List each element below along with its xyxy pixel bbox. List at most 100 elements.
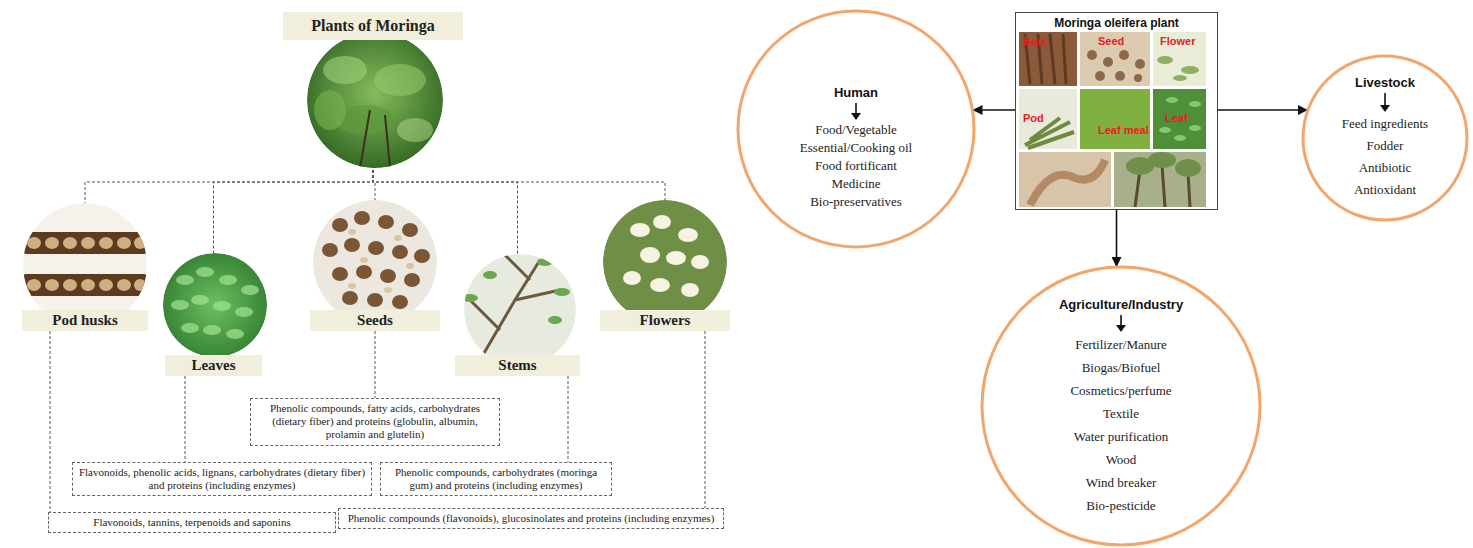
stem-leaves [462, 248, 570, 324]
plant-photo-grid [1019, 32, 1206, 207]
circle-outline-shape [738, 11, 974, 247]
seed-dots [1087, 50, 1145, 82]
composition-box: Flavonoids, phenolic acids, lignans, car… [72, 462, 372, 496]
dashed-connector [50, 331, 51, 512]
composition-text: Phenolic compounds, carbohydrates (morin… [385, 466, 607, 492]
foliage [397, 118, 433, 142]
node-label: Leaves [191, 357, 235, 374]
photo-ground [603, 200, 727, 324]
photo-ground [163, 253, 267, 357]
leaf-photo [1153, 89, 1206, 149]
part-label: Seeds [310, 310, 440, 331]
trees-photo [1114, 152, 1206, 207]
down-arrow [849, 101, 863, 121]
down-arrow-shaft [1384, 93, 1386, 107]
composition-box: Phenolic compounds (flavonoids), glucosi… [338, 508, 724, 529]
pod-seeds [27, 237, 146, 291]
foliage [323, 56, 367, 84]
list-item: Medicine [831, 175, 880, 193]
pod-photo [1019, 89, 1077, 149]
list-item: Feed ingredients [1342, 113, 1428, 135]
stems-photo [462, 248, 576, 366]
list-item: Cosmetics/perfume [1070, 379, 1171, 402]
foliage [374, 64, 426, 96]
title-box: Plants of Moringa [283, 12, 463, 40]
composition-text: Phenolic compounds (flavonoids), glucosi… [343, 512, 719, 525]
blossoms [623, 215, 709, 297]
part-label: Stems [455, 355, 580, 376]
seeds-photo [313, 200, 437, 324]
node-label: Stems [498, 357, 536, 374]
pod-husk-photo [18, 203, 152, 327]
node-label: Moringa oleifera plant [1016, 16, 1217, 30]
branch [470, 255, 560, 360]
dashed-connector [705, 331, 706, 508]
seed-grains [322, 211, 430, 309]
photo-ground [23, 203, 147, 327]
composition-box: Phenolic compounds, carbohydrates (morin… [380, 462, 612, 496]
circle-outline-shape [1303, 56, 1467, 220]
list-item: Bio-preservatives [810, 193, 902, 211]
whole-plant-photo [307, 32, 443, 168]
hands-photo [1019, 152, 1111, 207]
circle-heading: Livestock [1355, 75, 1415, 91]
list-item: Essential/Cooking oil [800, 139, 912, 157]
photo-ground [313, 200, 437, 324]
flowers-photo [603, 200, 727, 324]
flower-photo [1153, 32, 1206, 86]
dashed-connector [375, 331, 376, 398]
list-item: Antioxidant [1354, 179, 1416, 201]
bark-photo [1019, 32, 1077, 86]
list-item: Biogas/Biofuel [1082, 356, 1161, 379]
leaves-photo [163, 253, 267, 357]
down-arrow [1114, 313, 1128, 333]
photo-ground [307, 32, 443, 168]
node-label: Seeds [357, 312, 393, 329]
photo-label: Seed [1098, 35, 1124, 47]
arrow-connector [1116, 210, 1118, 266]
arrow-connector [974, 109, 1016, 111]
circle-outline-shape [982, 267, 1260, 545]
list-item: Fodder [1367, 135, 1404, 157]
leaf-leaflets [1159, 97, 1201, 141]
composition-box: Flavonoids, tannins, terpenoids and sapo… [48, 512, 336, 533]
list-item: Food fortificant [815, 157, 897, 175]
composition-box: Phenolic compounds, fatty acids, carbohy… [250, 398, 500, 446]
node-label: Flowers [640, 312, 691, 329]
composition-text: Flavonoids, tannins, terpenoids and sapo… [53, 516, 331, 529]
photo-label: Leaf [1165, 112, 1188, 124]
circle-heading: Human [834, 85, 878, 101]
part-label: Leaves [165, 355, 262, 376]
foliage [314, 90, 346, 130]
use-circle: LivestockFeed ingredientsFodderAntibioti… [1301, 54, 1469, 222]
photo-label: Leaf meal [1098, 124, 1149, 136]
down-arrow-head [851, 113, 861, 120]
seed-wings [348, 229, 414, 293]
down-arrow-head [1116, 325, 1126, 332]
list-item: Bio-pesticide [1086, 494, 1155, 517]
leaflets [171, 267, 259, 339]
flower-leaves [1157, 56, 1199, 81]
list-item: Wind breaker [1086, 471, 1157, 494]
photo-ground [464, 254, 576, 366]
list-item: Fertilizer/Manure [1075, 333, 1167, 356]
node-label: Pod husks [52, 312, 117, 329]
part-label: Pod husks [22, 310, 148, 331]
composition-text: Phenolic compounds, fatty acids, carbohy… [255, 402, 495, 442]
tree-crowns [1126, 152, 1201, 177]
down-arrow-head [1380, 105, 1390, 112]
photo-label: Pod [1023, 112, 1044, 124]
trunk [360, 110, 390, 168]
arrow-connector [1218, 109, 1307, 111]
pod [18, 274, 152, 296]
down-arrow [1378, 91, 1392, 113]
circle-heading: Agriculture/Industry [1059, 297, 1183, 313]
use-circle: HumanFood/VegetableEssential/Cooking oil… [736, 9, 976, 249]
list-item: Wood [1106, 448, 1137, 471]
list-item: Textile [1103, 402, 1139, 425]
list-item: Food/Vegetable [815, 121, 897, 139]
dashed-connector [185, 376, 186, 462]
seed-photo [1080, 32, 1150, 86]
composition-text: Flavonoids, phenolic acids, lignans, car… [77, 466, 367, 492]
